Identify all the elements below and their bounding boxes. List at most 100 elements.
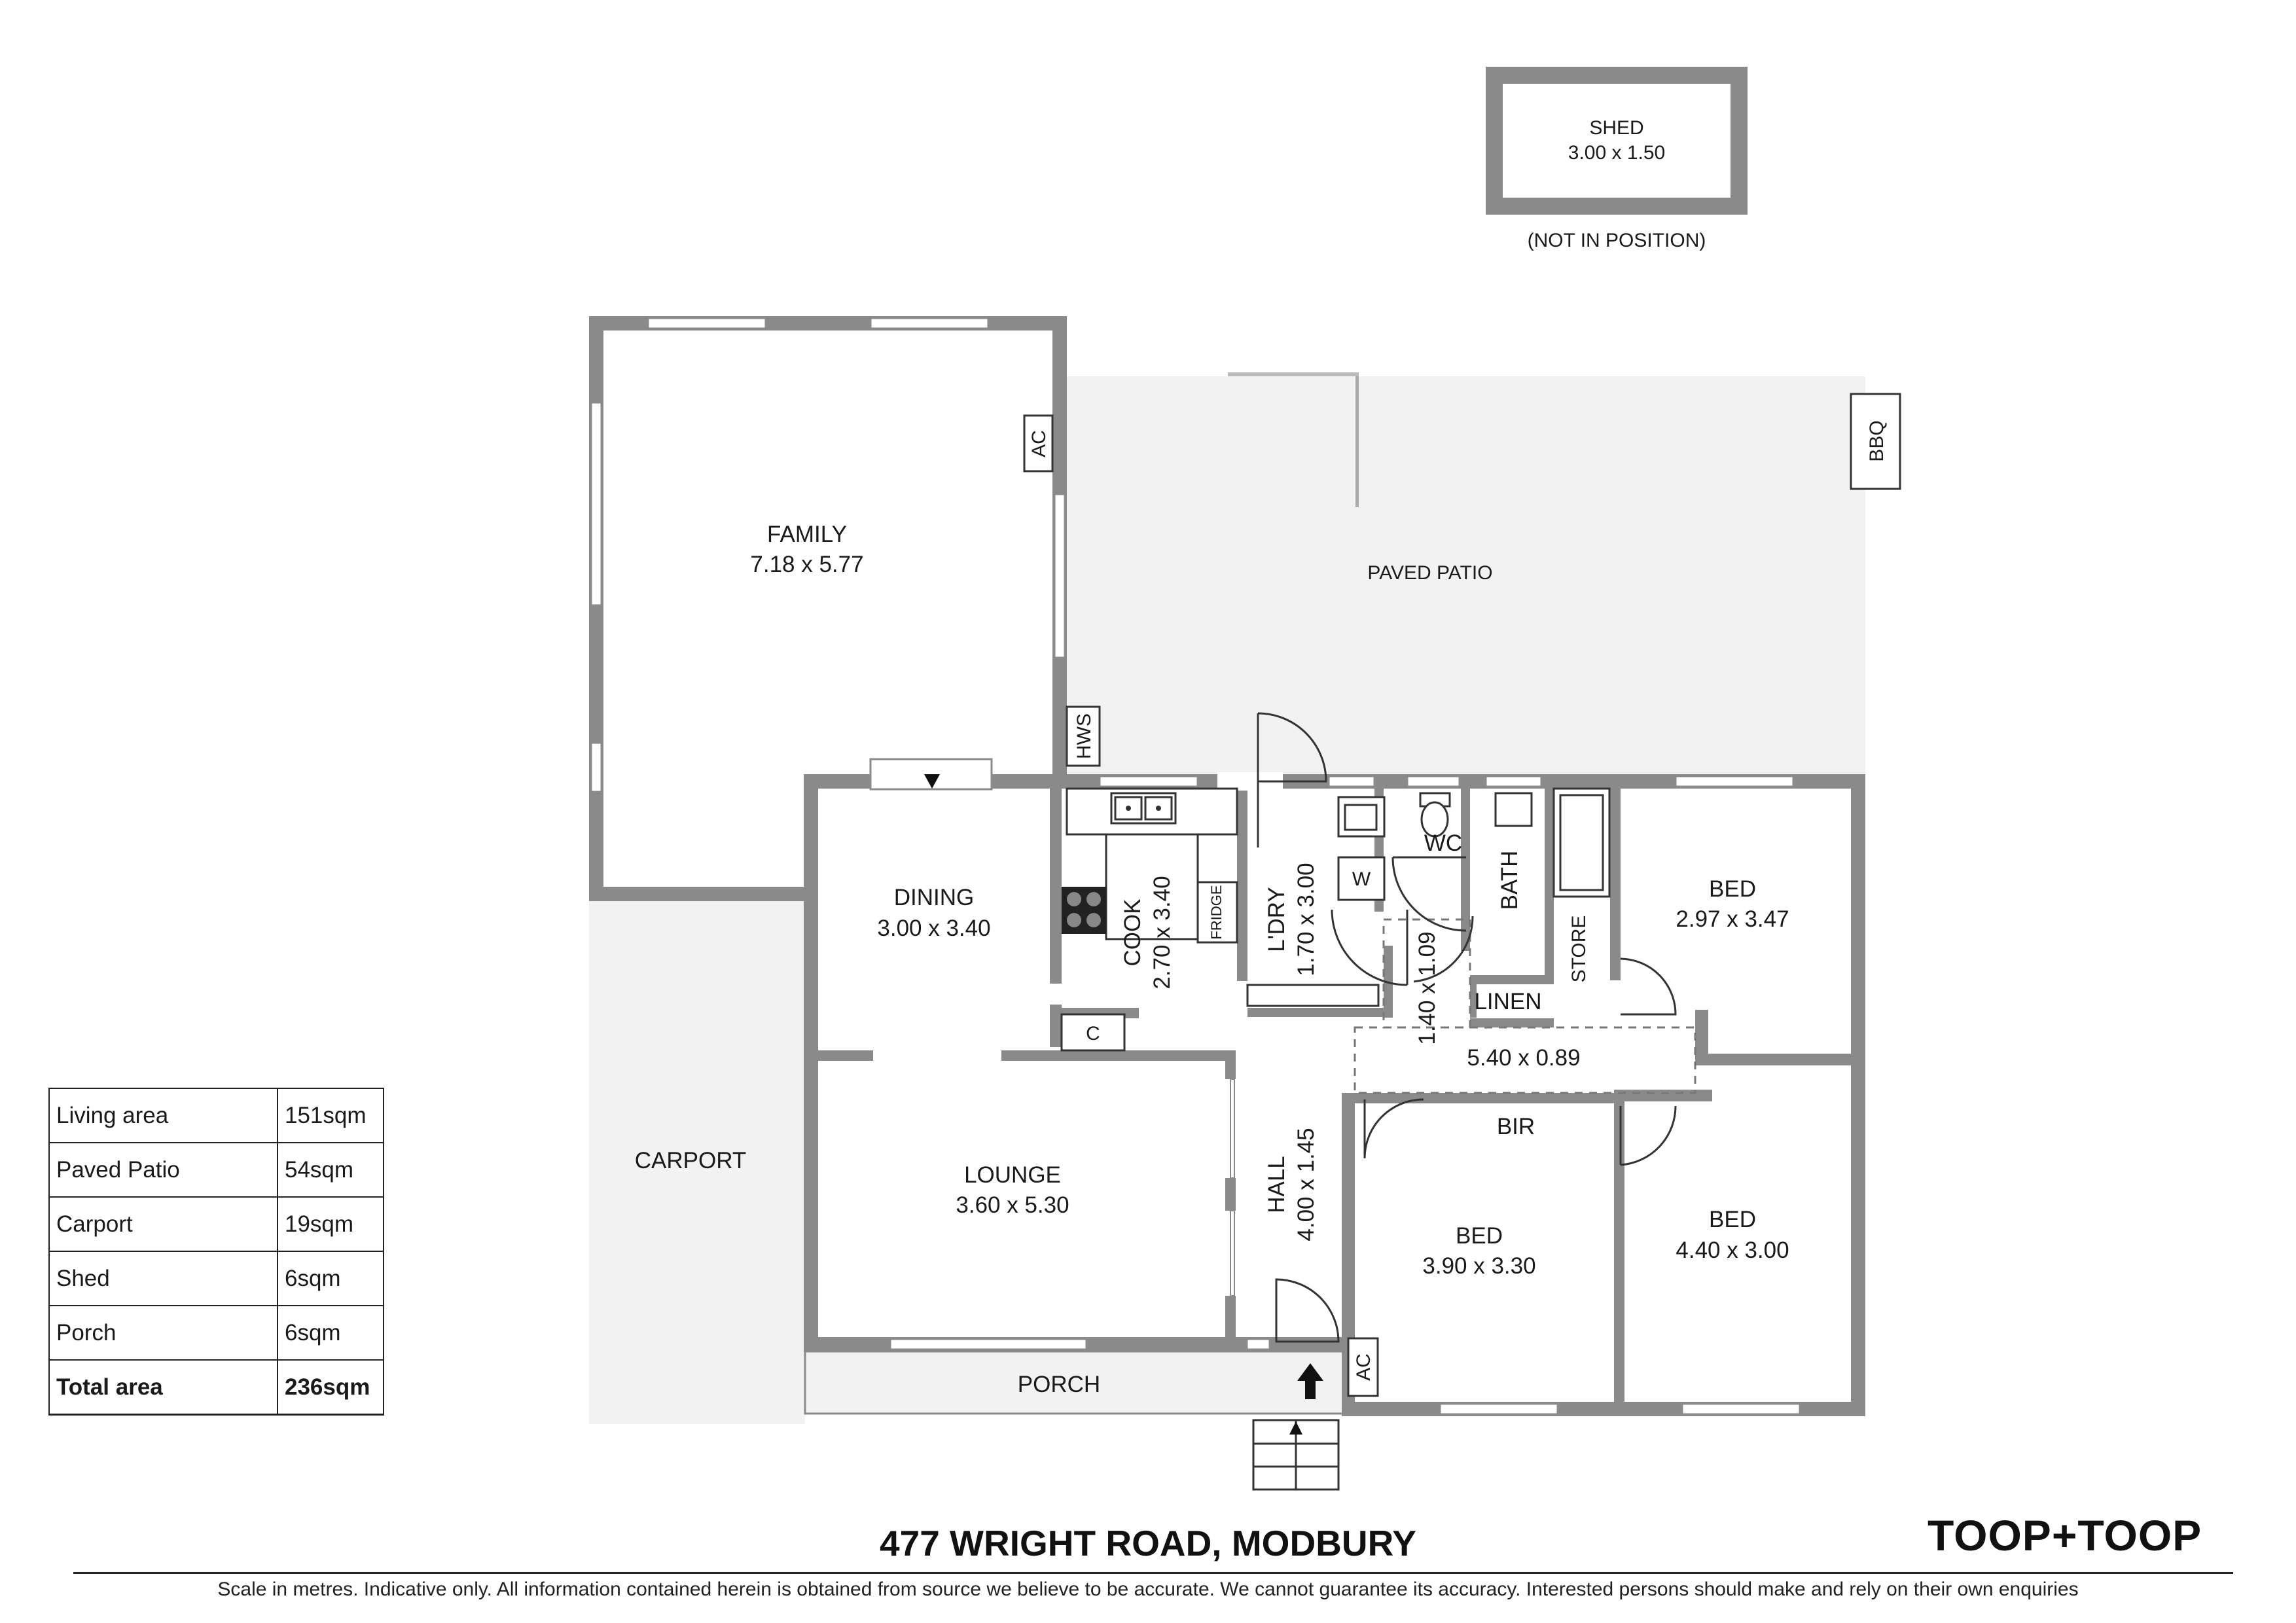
- bbq-label: BBQ: [1866, 420, 1888, 461]
- bed2-window: [1439, 1402, 1559, 1416]
- total-label: Total area: [48, 1359, 278, 1416]
- footer-divider: [73, 1572, 2233, 1574]
- passage-dims: 1.40 x 1.09: [1414, 931, 1440, 1044]
- cook-label: COOK: [1120, 899, 1145, 966]
- laundry-window: [1327, 775, 1376, 788]
- carport-area: [589, 901, 805, 1424]
- bathtub-inner: [1559, 794, 1604, 891]
- shed: [1486, 67, 1748, 215]
- kitchen-fixtures: [1062, 787, 1238, 944]
- lounge-label: LOUNGE: [964, 1162, 1061, 1188]
- ac-unit-family: [1023, 414, 1054, 473]
- laundry-bench: [1246, 984, 1380, 1007]
- washer-label: W: [1352, 868, 1371, 890]
- bed1-label: BED: [1709, 876, 1756, 902]
- family-dims: 7.18 x 5.77: [750, 552, 863, 577]
- lounge-window: [889, 1338, 1088, 1351]
- bed3-dims: 4.40 x 3.00: [1676, 1238, 1789, 1263]
- family-window-top-1: [647, 317, 767, 330]
- area-label: Carport: [48, 1196, 278, 1252]
- area-label: Shed: [48, 1251, 278, 1306]
- bed3-label: BED: [1709, 1207, 1756, 1232]
- carport-label: CARPORT: [635, 1148, 747, 1173]
- bed1-window: [1674, 775, 1795, 788]
- hws-label: HWS: [1073, 713, 1095, 759]
- ac-label-family: AC: [1028, 430, 1050, 457]
- area-value: 54sqm: [277, 1142, 384, 1198]
- bed3-window: [1681, 1402, 1801, 1416]
- laundry-label: L'DRY: [1264, 887, 1289, 952]
- family-window-left-1: [590, 401, 603, 607]
- lounge-hall-opening-2: [1230, 1210, 1235, 1296]
- family-window-top-2: [869, 317, 990, 330]
- vanity: [1494, 792, 1533, 827]
- lounge-hall-opening: [1230, 1079, 1235, 1179]
- shed-label: SHED: [1589, 117, 1643, 139]
- washer: [1337, 856, 1386, 901]
- cooktop: [1062, 887, 1106, 934]
- total-value: 236sqm: [277, 1359, 384, 1416]
- porch-area: [804, 1350, 1350, 1415]
- bed2-label: BED: [1456, 1223, 1503, 1249]
- linen-label: LINEN: [1474, 989, 1541, 1014]
- family-walls: [589, 316, 1067, 901]
- ac-label-bed: AC: [1353, 1353, 1374, 1381]
- entry-sidelight: [1246, 1338, 1271, 1351]
- shed-dims: 3.00 x 1.50: [1568, 142, 1665, 164]
- brand-logo: TOOP+TOOP: [1928, 1511, 2202, 1560]
- entry-arrow-icon: [1297, 1363, 1323, 1399]
- family-window-left-2: [590, 741, 603, 793]
- family-label: FAMILY: [767, 522, 847, 547]
- property-address: 477 WRIGHT ROAD, MODBURY: [880, 1523, 1416, 1563]
- cupboard: [1060, 1013, 1126, 1052]
- bed2-dims: 3.90 x 3.30: [1422, 1253, 1535, 1279]
- paved-patio-label: PAVED PATIO: [1367, 562, 1492, 584]
- store-label: STORE: [1568, 916, 1590, 983]
- paved-patio-area: [1067, 376, 1865, 774]
- bbq: [1850, 393, 1901, 490]
- patio-beam: [1228, 372, 1359, 376]
- area-value: 151sqm: [277, 1088, 384, 1143]
- entry-steps: [1252, 1419, 1340, 1491]
- shed-note: (NOT IN POSITION): [1528, 230, 1706, 251]
- fridge-label: FRIDGE: [1208, 885, 1225, 939]
- bir-label: BIR: [1497, 1114, 1535, 1139]
- dining-dims: 3.00 x 3.40: [877, 916, 990, 941]
- wc-label: WC: [1424, 830, 1462, 856]
- area-label: Living area: [48, 1088, 278, 1143]
- corridor-outline: [1354, 1026, 1696, 1094]
- disclaimer: Scale in metres. Indicative only. All in…: [217, 1578, 2079, 1600]
- patio-post: [1355, 376, 1359, 507]
- toilet-bowl: [1420, 801, 1449, 838]
- laundry-tub-bowl: [1344, 804, 1378, 831]
- hws-unit: [1066, 705, 1101, 767]
- area-label: Paved Patio: [48, 1142, 278, 1198]
- bath-label: BATH: [1497, 851, 1522, 910]
- hall-dims: 4.00 x 1.45: [1293, 1128, 1319, 1241]
- hall-label: HALL: [1264, 1156, 1289, 1213]
- area-value: 19sqm: [277, 1196, 384, 1252]
- dining-label: DINING: [894, 885, 975, 910]
- wc-window: [1406, 775, 1461, 788]
- laundry-dims: 1.70 x 3.00: [1293, 863, 1319, 976]
- area-label: Porch: [48, 1305, 278, 1361]
- cook-dims: 2.70 x 3.40: [1149, 876, 1175, 989]
- cupboard-label: C: [1086, 1023, 1100, 1044]
- area-value: 6sqm: [277, 1251, 384, 1306]
- servery-arrow-icon: [924, 774, 940, 789]
- doors: [1257, 712, 1677, 1343]
- corridor-dims: 5.40 x 0.89: [1467, 1045, 1580, 1071]
- kitchen-window: [1098, 775, 1199, 788]
- bath-window: [1484, 775, 1543, 788]
- area-value: 6sqm: [277, 1305, 384, 1361]
- bed1-dims: 2.97 x 3.47: [1676, 906, 1789, 932]
- family-sliding-door: [1053, 493, 1066, 659]
- porch-label: PORCH: [1018, 1372, 1100, 1397]
